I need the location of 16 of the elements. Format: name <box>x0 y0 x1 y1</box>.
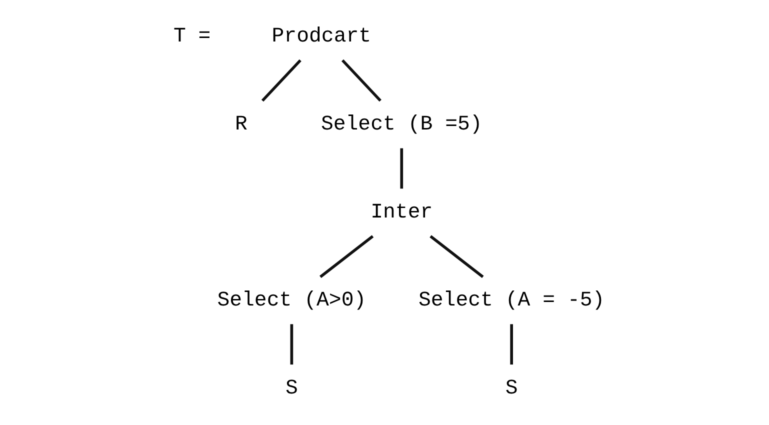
connector <box>261 59 302 102</box>
node-text: R <box>235 113 248 136</box>
connector <box>290 324 294 365</box>
node-text: S <box>505 377 518 400</box>
node-text: Select (A = -5) <box>418 289 605 312</box>
connector <box>510 324 513 365</box>
connector <box>341 59 382 102</box>
node-text: Prodcart <box>272 26 372 49</box>
connector <box>320 235 374 278</box>
node-text: S <box>285 377 298 400</box>
label: T = <box>173 26 211 49</box>
node-text: Select (A>0) <box>217 289 366 312</box>
connector <box>430 235 484 278</box>
connector <box>400 148 404 189</box>
node-text: Inter <box>370 201 433 224</box>
node-text: Select (B =5) <box>320 113 482 136</box>
